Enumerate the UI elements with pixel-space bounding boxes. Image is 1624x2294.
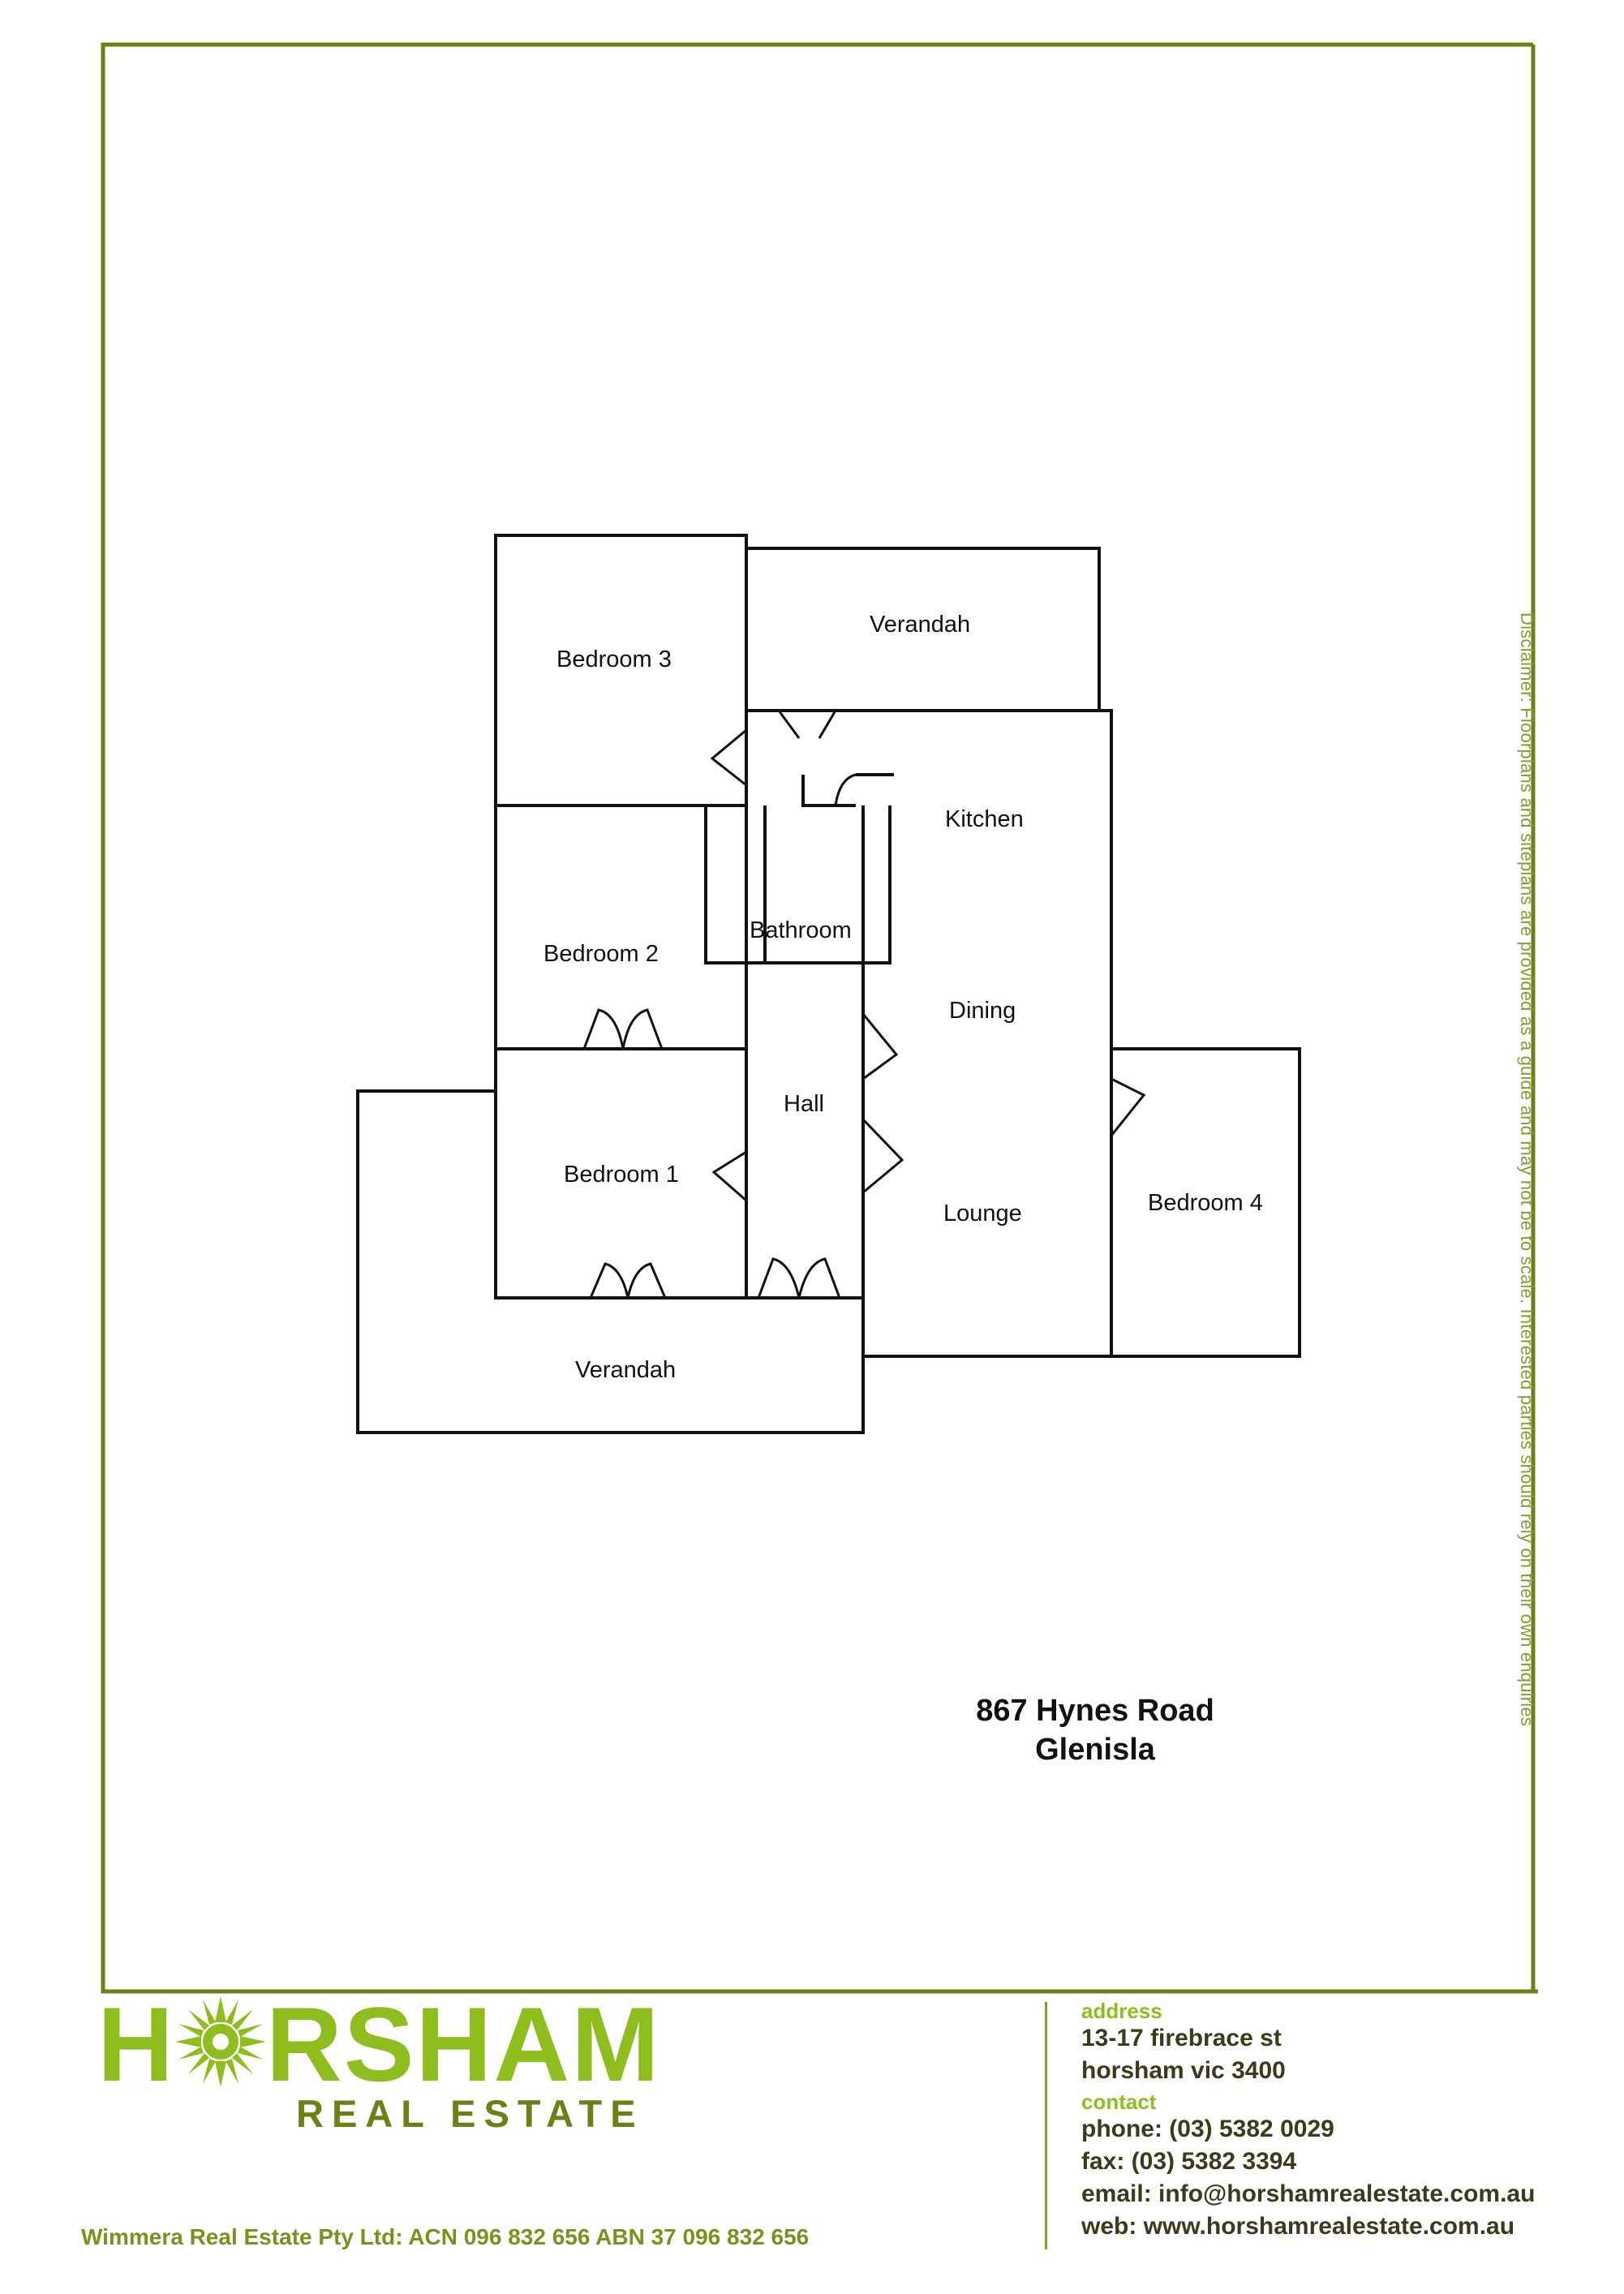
disclaimer-text: Disclaimer: Floorplans and siteplans are…	[1517, 612, 1537, 1726]
logo-text-after: RSHAM	[265, 1985, 661, 2103]
walls	[356, 534, 1301, 1434]
room-bathroom: Bathroom	[750, 917, 852, 943]
room-labels: Bedroom 3 Verandah Kitchen Bathroom Bedr…	[543, 612, 1263, 1383]
company-logo: H RSHAM	[97, 1991, 661, 2097]
address-line-2: horsham vic 3400	[1081, 2057, 1286, 2084]
room-lounge: Lounge	[943, 1201, 1022, 1226]
room-kitchen: Kitchen	[945, 806, 1024, 832]
door-swings	[582, 710, 1146, 1299]
property-street: 867 Hynes Road	[976, 1694, 1214, 1728]
footer-divider	[1045, 2002, 1047, 2249]
room-verandah-top: Verandah	[870, 612, 970, 638]
fax: fax: (03) 5382 3394	[1081, 2148, 1297, 2175]
logo-subtitle: REAL ESTATE	[296, 2092, 644, 2135]
contact-label: contact	[1081, 2090, 1157, 2114]
room-hall: Hall	[784, 1091, 824, 1117]
room-bedroom-1: Bedroom 1	[564, 1162, 679, 1188]
room-bedroom-4: Bedroom 4	[1148, 1190, 1263, 1216]
property-locality: Glenisla	[1035, 1733, 1155, 1767]
property-address: 867 Hynes Road Glenisla	[941, 1691, 1249, 1769]
contact-block: address 13-17 firebrace st horsham vic 3…	[1081, 2000, 1535, 2243]
sun-icon	[174, 1996, 266, 2087]
phone: phone: (03) 5382 0029	[1081, 2116, 1334, 2142]
room-bedroom-2: Bedroom 2	[543, 941, 659, 967]
room-bedroom-3: Bedroom 3	[556, 647, 672, 672]
room-dining: Dining	[949, 998, 1016, 1024]
address-label: address	[1081, 1999, 1162, 2023]
room-verandah-bottom: Verandah	[575, 1357, 676, 1383]
address-line-1: 13-17 firebrace st	[1081, 2025, 1282, 2051]
company-registration: Wimmera Real Estate Pty Ltd: ACN 096 832…	[81, 2224, 810, 2249]
website: web: www.horshamrealestate.com.au	[1081, 2213, 1515, 2240]
logo-text-before: H	[97, 1985, 175, 2103]
email: email: info@horshamrealestate.com.au	[1081, 2180, 1536, 2207]
